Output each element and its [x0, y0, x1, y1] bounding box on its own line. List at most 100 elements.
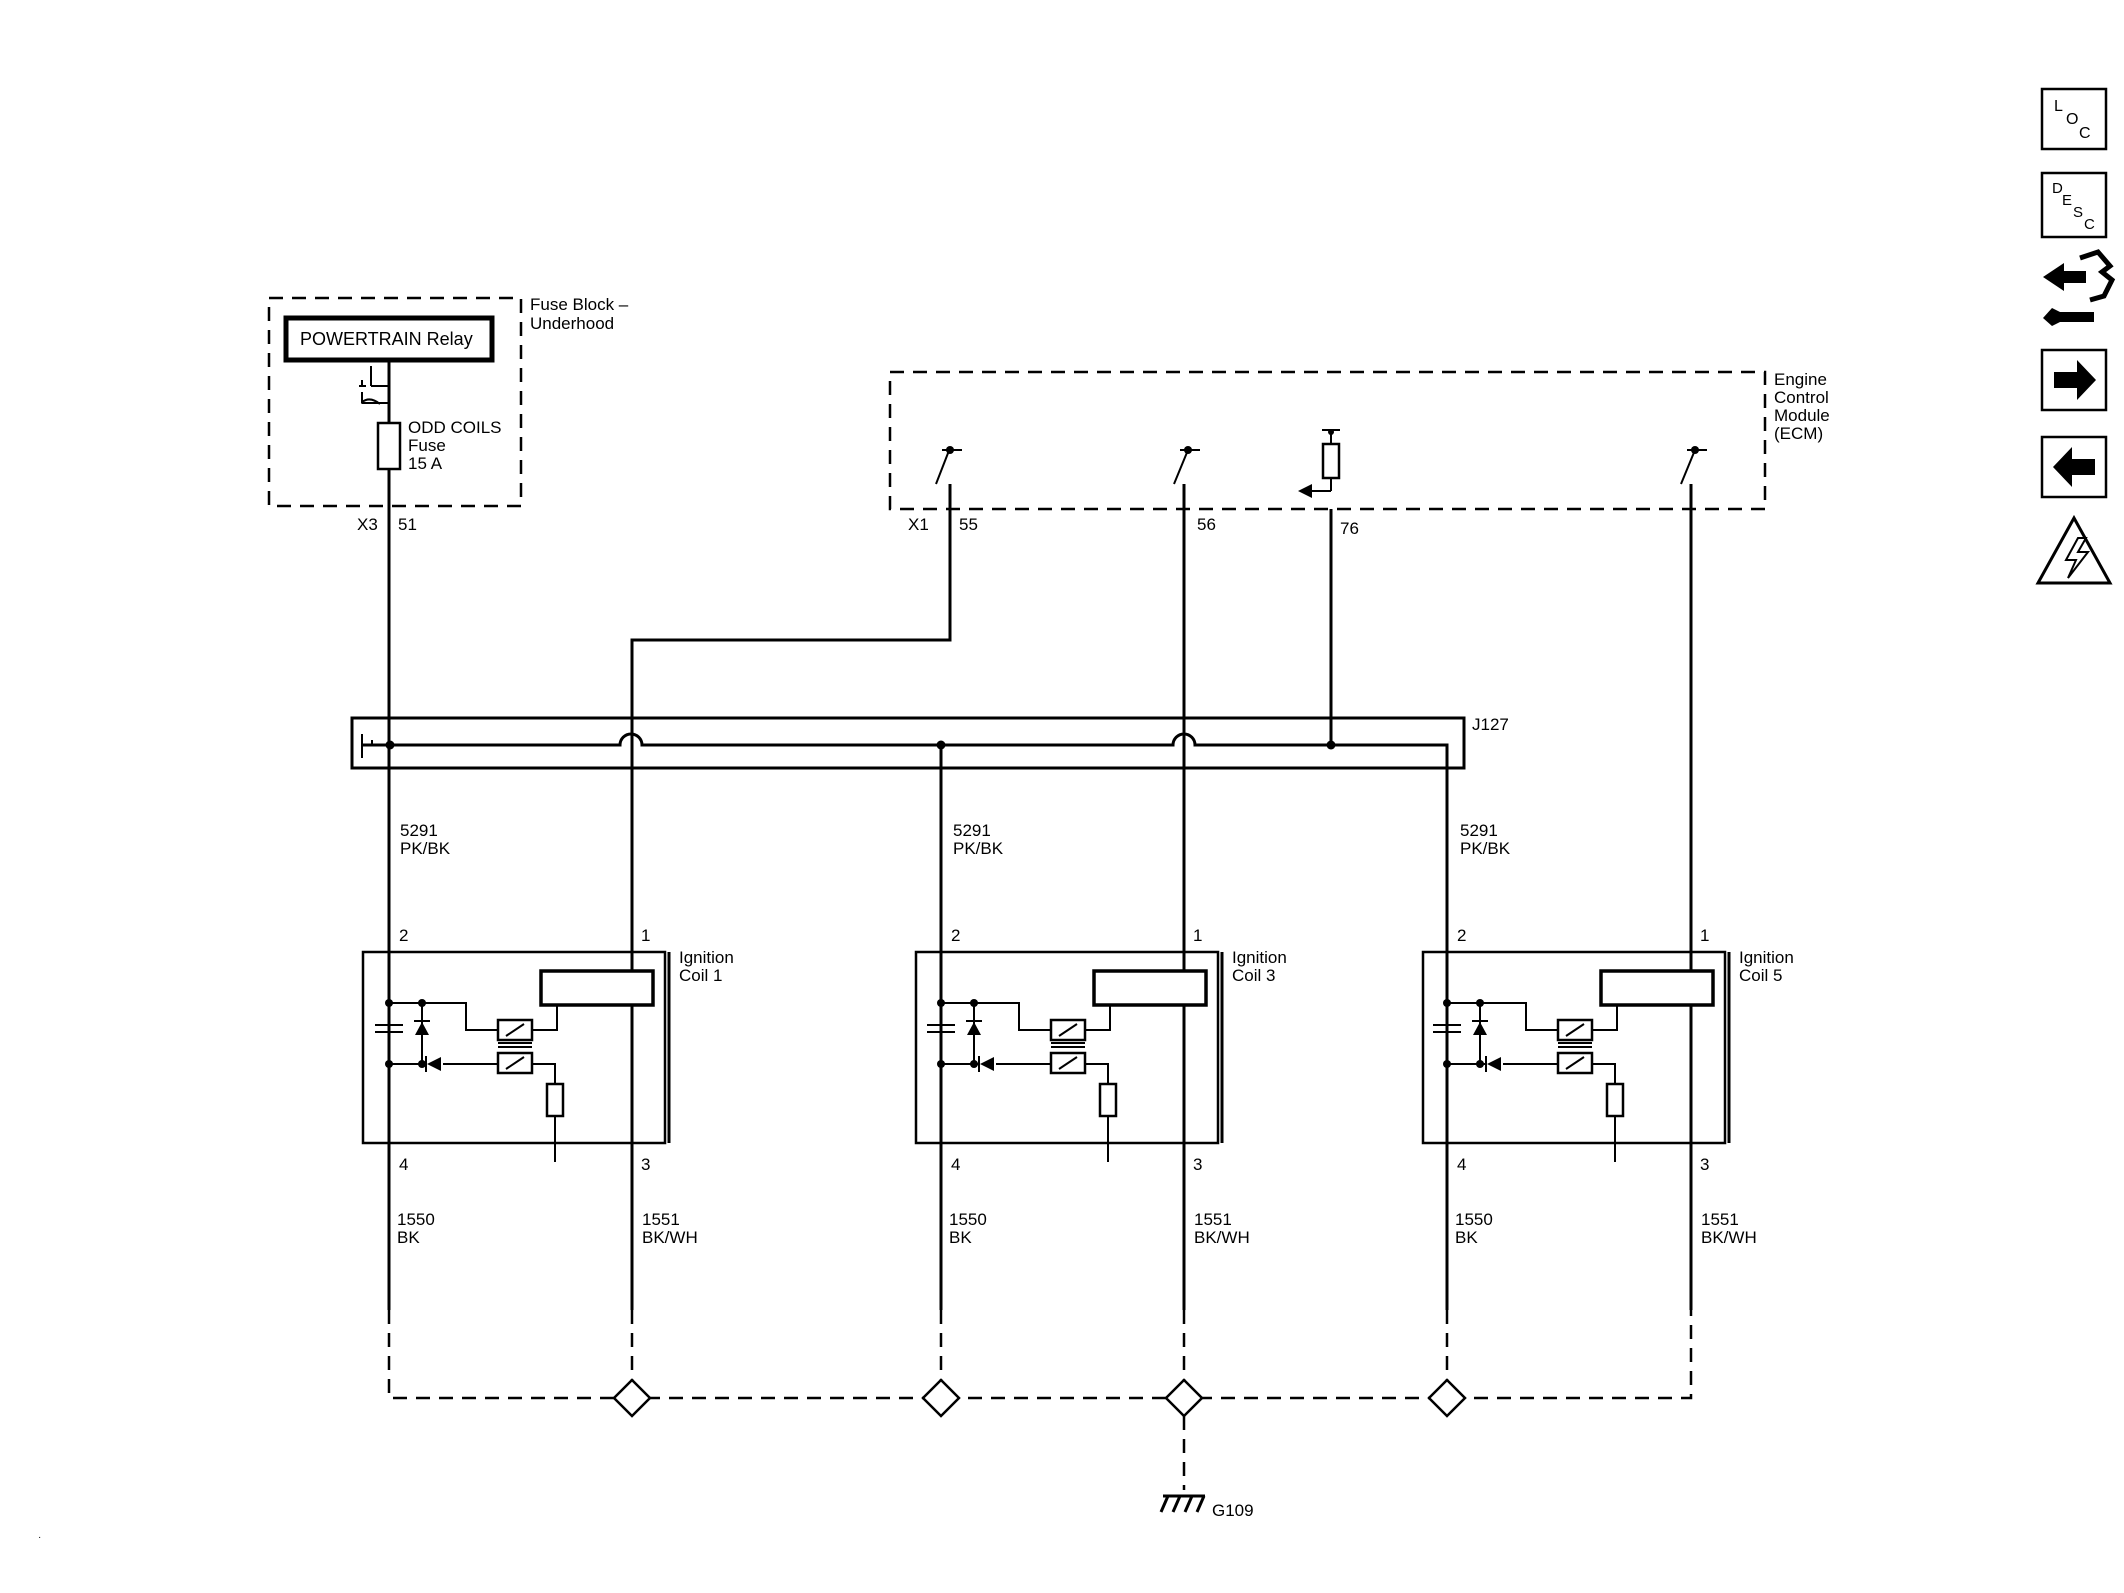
resistor-lead	[1592, 1063, 1616, 1084]
ground-b-color: BK/WH	[1194, 1228, 1250, 1247]
coil-pin-2: 2	[951, 926, 960, 945]
arrow-right-icon	[2054, 360, 2096, 400]
junction-dot	[385, 999, 393, 1007]
coil-housing	[1421, 950, 1727, 1145]
caution-button[interactable]	[2035, 514, 2113, 585]
coil-pin-4: 4	[1457, 1155, 1466, 1174]
ecm-title-line2: Control	[1774, 388, 1829, 407]
coil-secondary-winding	[539, 969, 655, 1007]
desc-button[interactable]: D E S C	[2040, 171, 2108, 239]
junction-dot	[1443, 999, 1451, 1007]
resistor-lead	[532, 1063, 556, 1084]
previous-page-button[interactable]	[2040, 435, 2108, 499]
ground-b-circuit: 1551	[642, 1210, 680, 1229]
ecm-title-line3: Module	[1774, 406, 1830, 425]
ecm-pin-55: 55	[959, 515, 978, 534]
ground-b-circuit: 1551	[1701, 1210, 1739, 1229]
coil-title-line2: Coil 1	[679, 966, 722, 985]
primary-lead	[974, 1002, 1051, 1031]
splice-bus	[362, 732, 1449, 770]
capacitor-icon	[1433, 1024, 1461, 1033]
junction-dot	[937, 999, 945, 1007]
loc-button[interactable]: L O C	[2040, 87, 2108, 151]
primary-lead	[422, 1002, 498, 1031]
fuse-block-pin: 51	[398, 515, 417, 534]
ecm-driver-switch-55	[935, 446, 962, 485]
loc-letter-o: O	[2066, 111, 2078, 128]
coil-title-line2: Coil 5	[1739, 966, 1782, 985]
ground-a-color: BK	[1455, 1228, 1478, 1247]
coil-housing	[914, 950, 1220, 1145]
ecm-driver-switch-56	[1173, 446, 1200, 485]
core-lines	[1558, 1042, 1592, 1048]
corner-mark: ·	[38, 1532, 41, 1543]
fuse-block-title-line2: Underhood	[530, 314, 614, 333]
coil-title-line2: Coil 3	[1232, 966, 1275, 985]
coil-pin-2: 2	[1457, 926, 1466, 945]
coil-secondary-winding	[1092, 969, 1208, 1007]
resistor-icon	[1098, 1082, 1118, 1118]
fuse-label-line1: ODD COILS	[408, 418, 502, 437]
resistor-icon	[545, 1082, 565, 1118]
ground-label: G109	[1212, 1501, 1254, 1520]
next-page-button[interactable]	[2040, 348, 2108, 412]
coil-title-line1: Ignition	[1739, 948, 1794, 967]
feed-circuit: 5291	[953, 821, 991, 840]
winding-to-secondary	[1592, 1005, 1618, 1031]
diode-icon	[1473, 1022, 1487, 1035]
diode-icon	[980, 1057, 994, 1071]
coil-title-line1: Ignition	[1232, 948, 1287, 967]
winding-slash	[1058, 1023, 1078, 1037]
ecm: Engine Control Module (ECM) X1 55	[888, 370, 1830, 538]
coil-secondary-winding	[1599, 969, 1715, 1007]
winding-slash	[1565, 1023, 1585, 1037]
loc-letter-c: C	[2079, 125, 2091, 142]
desc-letter-s: S	[2073, 204, 2083, 221]
coil-pin-1: 1	[1700, 926, 1709, 945]
junction-dot	[385, 1060, 393, 1068]
coil-pin-3: 3	[1193, 1155, 1202, 1174]
ecm-input-resistor	[1298, 429, 1341, 498]
coil-pin-2: 2	[399, 926, 408, 945]
feed-color: PK/BK	[400, 839, 451, 858]
chassis-ground-icon	[1159, 1494, 1206, 1513]
feed-circuit: 5291	[1460, 821, 1498, 840]
fuse-label-line3: 15 A	[408, 454, 443, 473]
coil-pin-3: 3	[641, 1155, 650, 1174]
ground-a-color: BK	[397, 1228, 420, 1247]
coil-pin-1: 1	[641, 926, 650, 945]
splice-label: J127	[1472, 715, 1509, 734]
ground-network: G109	[387, 1143, 1693, 1520]
winding-to-secondary	[532, 1005, 558, 1031]
winding-to-secondary	[1085, 1005, 1111, 1031]
ground-splice-diamond	[612, 1378, 1467, 1418]
ground-a-circuit: 1550	[949, 1210, 987, 1229]
relay-contact-icon	[359, 366, 390, 405]
winding-slash	[505, 1056, 525, 1070]
nav-toolbar: L O C D E S C	[2035, 87, 2116, 585]
feed-circuit: 5291	[400, 821, 438, 840]
feed-color: PK/BK	[953, 839, 1004, 858]
arrow-left-icon	[2053, 447, 2095, 487]
electrical-warning-icon	[2035, 514, 2113, 585]
ground-a-circuit: 1550	[397, 1210, 435, 1229]
ground-a-color: BK	[949, 1228, 972, 1247]
splice-j127: J127	[350, 715, 1509, 770]
junction-dot	[1443, 1060, 1451, 1068]
desc-letter-c: C	[2084, 216, 2095, 233]
winding-slash	[1565, 1056, 1585, 1070]
splice-start-icon	[361, 734, 373, 758]
feed-color: PK/BK	[1460, 839, 1511, 858]
connector-info-button[interactable]	[2043, 249, 2116, 326]
diode-icon	[415, 1022, 429, 1035]
connector-wrench-icon	[2043, 249, 2116, 326]
resistor-icon	[1605, 1082, 1625, 1118]
primary-lead	[1480, 1002, 1558, 1031]
ecm-outline	[888, 370, 1767, 511]
coil-housing	[361, 950, 667, 1145]
coil-pin-4: 4	[951, 1155, 960, 1174]
